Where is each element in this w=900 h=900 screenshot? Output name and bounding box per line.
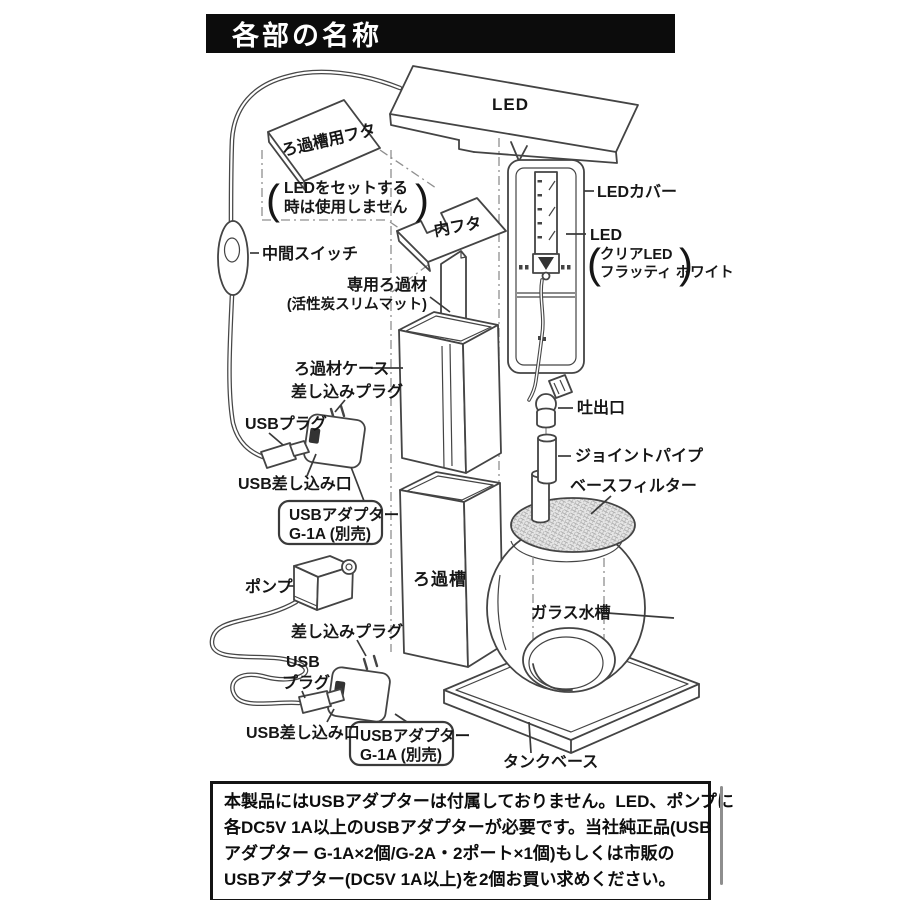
led-note-open-paren: ( [266,176,280,223]
label-usb-adapter-top-line2: G-1A (別売) [289,524,371,543]
bowl-guides [532,556,605,650]
usb-adapter-bottom-label-box [348,720,455,767]
label-usb-port-bottom: USB差し込み口 [246,723,360,742]
label-led-cover: LEDカバー [597,183,677,201]
label-plug-bottom: 差し込みプラグ [291,622,403,641]
notice-line: USBアダプター(DC5V 1A以上)を2個お買い求めください。 [224,870,676,889]
label-led: LED [590,227,622,244]
label-led-spec-line1: クリアLED [600,246,673,263]
label-joint-pipe: ジョイントパイプ [575,446,704,465]
label-usb-plug-top: USBプラグ [245,414,327,433]
page-side-rule [720,786,723,885]
leader-lines [250,190,675,754]
label-usb-adapter-bottom-line1: USBアダプター [360,726,470,745]
pump-power-cable [209,599,309,707]
usb-adapter-top-label-box [277,499,384,546]
led-cover-part [507,141,585,402]
page-title: 各部の名称 [232,21,382,51]
inline-switch-part [217,220,249,296]
filter-tank-lid-part [267,99,381,191]
label-usb-adapter-bottom-line2: G-1A (別売) [360,745,442,764]
usb-connector-bottom-part [298,688,345,714]
base-filter-part [510,469,636,553]
label-usb-plug-bottom-line2: プラグ [282,673,330,692]
label-usb-port-top: USB差し込み口 [238,474,352,493]
notice-line: 各DC5V 1A以上のUSBアダプターが必要です。当社純正品(USB [224,818,712,837]
label-mid-switch: 中間スイッチ [262,244,358,263]
label-led-note-line2: 時は使用しません [284,197,408,216]
label-led-bar: LED [492,95,529,114]
bowl-opening [522,627,616,693]
usb-adapter-top-part [303,404,366,469]
pump-part [293,555,357,611]
label-outlet: 吐出口 [577,398,625,417]
led-spec-open-paren: ( [587,240,601,287]
usb-adapter-notice-box: 本製品にはUSBアダプターは付属しておりません。LED、ポンプに 各DC5V 1… [210,781,734,900]
section-title-bar: 各部の名称 [206,14,675,53]
label-led-note-line1: LEDをセットする [284,179,408,197]
label-plug-top: 差し込みプラグ [291,382,403,401]
filter-media-case-part [398,311,502,474]
label-pump: ポンプ [245,577,294,596]
led-note-close-paren: ) [415,176,429,223]
label-usb-plug-bottom-line1: USB [286,654,320,671]
inner-lid-part [396,197,507,272]
led-power-cable [227,69,403,460]
label-tank-base: タンクベース [503,753,598,771]
label-filter-media-line2: (活性炭スリムマット) [287,295,427,313]
label-filter-media-line1: 専用ろ過材 [347,275,427,294]
label-base-filter: ベースフィルター [570,477,697,495]
label-usb-adapter-top-line1: USBアダプター [289,505,399,524]
joint-pipe-part [537,433,557,485]
notice-line: アダプター G-1A×2個/G-2A・2ポート×1個)もしくは市販の [224,844,675,863]
usb-connector-top-part [260,440,310,469]
filter-tank-part [399,471,504,668]
label-glass-tank: ガラス水槽 [531,603,611,622]
label-led-spec-line2: フラッティ ホワイト [600,264,734,281]
notice-line: 本製品にはUSBアダプターは付属しておりません。LED、ポンプに [224,792,734,811]
label-filter-tank: ろ過槽 [413,569,467,589]
usb-adapter-bottom-part [327,654,391,723]
outlet-part [535,374,573,429]
led-spec-close-paren: ) [679,240,693,287]
label-filter-media-case: ろ過材ケース [294,359,389,378]
